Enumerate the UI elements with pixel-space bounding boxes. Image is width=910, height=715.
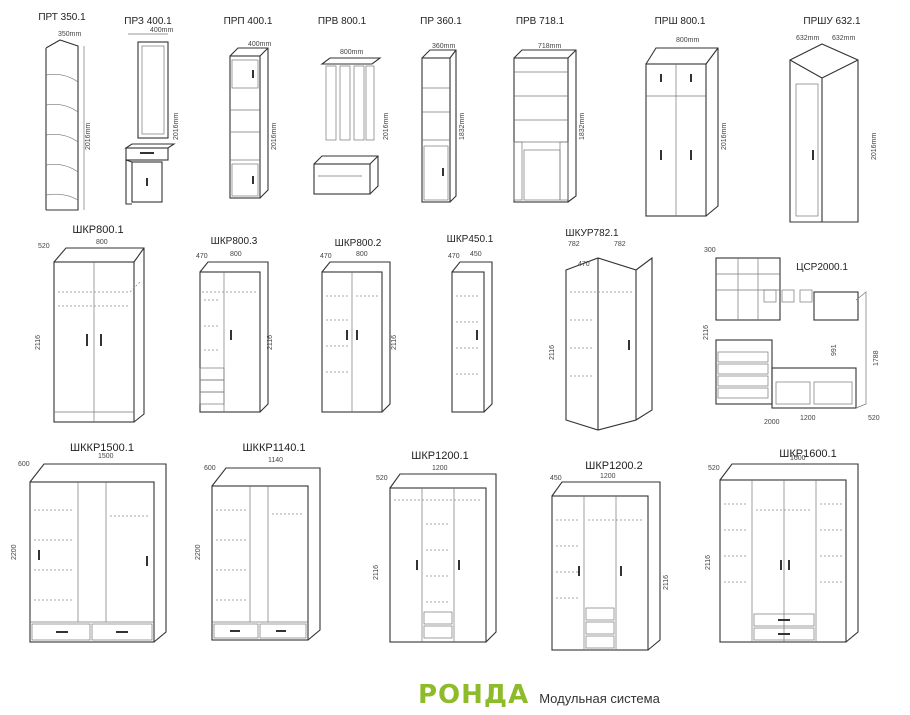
label-shkr8001: ШКР800.1 — [72, 224, 124, 236]
svg-text:782: 782 — [568, 241, 580, 248]
label-shkkr1500: ШККР1500.1 — [70, 442, 134, 454]
brand-logo: РОНДА — [418, 680, 530, 710]
drawing-prp400: 400mm 2016mm — [229, 41, 278, 199]
svg-text:2016mm: 2016mm — [721, 123, 728, 150]
svg-text:2016mm: 2016mm — [173, 113, 180, 140]
drawing-prv718: 718mm 1832mm — [513, 43, 586, 203]
brand-footer: РОНДА Модульная система — [418, 680, 660, 710]
svg-text:2116: 2116 — [703, 325, 710, 340]
label-shkr450: ШКР450.1 — [446, 234, 494, 245]
svg-text:1832mm: 1832mm — [459, 113, 466, 140]
svg-text:470: 470 — [578, 261, 590, 268]
svg-text:718mm: 718mm — [538, 43, 562, 50]
drawing-prz400: 400mm 2016mm — [124, 27, 180, 205]
svg-text:800: 800 — [230, 251, 242, 258]
drawing-shkr12001: 520 1200 2116 — [373, 465, 497, 643]
svg-text:2116: 2116 — [391, 335, 398, 350]
label-shkr12002: ШКР1200.2 — [585, 460, 643, 472]
label-prt350: ПРТ 350.1 — [38, 12, 86, 23]
svg-text:2016mm: 2016mm — [383, 113, 390, 140]
svg-text:800: 800 — [356, 251, 368, 258]
svg-text:2116: 2116 — [373, 565, 380, 580]
drawing-shkr1600: 520 1600 2116 — [705, 455, 859, 643]
svg-text:2016mm: 2016mm — [271, 123, 278, 150]
label-shkr1600: ШКР1600.1 — [779, 448, 837, 460]
label-shkr8003: ШКР800.3 — [210, 236, 258, 247]
drawing-shkr8003: 470 800 2116 — [196, 251, 274, 413]
label-shkur782: ШКУР782.1 — [565, 228, 619, 239]
svg-text:1200: 1200 — [432, 465, 448, 472]
drawing-tssr2000: 300 2116 991 1788 2000 1200 520 — [703, 247, 880, 426]
svg-text:2116: 2116 — [705, 555, 712, 570]
svg-text:470: 470 — [448, 253, 460, 260]
label-shkkr1140: ШККР1140.1 — [242, 442, 306, 454]
drawing-shkkr1140: 600 1140 2200 — [195, 457, 321, 641]
svg-text:2200: 2200 — [11, 544, 18, 560]
svg-text:520: 520 — [38, 243, 50, 250]
label-pr360: ПР 360.1 — [420, 16, 462, 27]
drawing-shkr12002: 450 1200 2116 — [550, 473, 670, 651]
label-prv800: ПРВ 800.1 — [317, 16, 367, 27]
svg-text:800mm: 800mm — [676, 37, 700, 44]
svg-text:632mm: 632mm — [796, 35, 820, 42]
svg-text:2000: 2000 — [764, 419, 780, 426]
svg-text:450: 450 — [470, 251, 482, 258]
drawing-shkr8001: 520 800 2116 — [35, 239, 145, 423]
drawing-prv800: 800mm 2016mm — [313, 49, 390, 195]
drawing-prsh800: 800mm 2016mm — [645, 37, 728, 217]
svg-text:800: 800 — [96, 239, 108, 246]
drawing-shkr8002: 470 800 2116 — [320, 251, 398, 413]
label-tssr2000: ЦСР2000.1 — [796, 262, 848, 273]
label-prp400: ПРП 400.1 — [223, 16, 273, 27]
svg-text:450: 450 — [550, 475, 562, 482]
svg-text:2200: 2200 — [195, 544, 202, 560]
svg-text:1140: 1140 — [268, 457, 283, 464]
svg-text:2016mm: 2016mm — [85, 123, 92, 150]
svg-text:1832mm: 1832mm — [579, 113, 586, 140]
drawing-prt350: 350mm 2016mm — [45, 31, 92, 211]
brand-subtitle: Модульная система — [539, 691, 660, 706]
label-prsh800: ПРШ 800.1 — [654, 16, 706, 27]
label-prv718: ПРВ 718.1 — [515, 16, 565, 27]
label-prz400: ПРЗ 400.1 — [124, 16, 172, 27]
svg-text:520: 520 — [868, 415, 880, 422]
svg-text:400mm: 400mm — [150, 27, 174, 34]
svg-text:2116: 2116 — [267, 335, 274, 350]
svg-text:470: 470 — [196, 253, 208, 260]
svg-text:470: 470 — [320, 253, 332, 260]
svg-text:1788: 1788 — [873, 350, 880, 366]
drawing-shkkr1500: 600 1500 2200 — [11, 453, 167, 643]
svg-text:360mm: 360mm — [432, 43, 456, 50]
svg-text:2116: 2116 — [549, 345, 556, 360]
drawing-pr360: 360mm 1832mm — [421, 43, 466, 203]
label-shkr12001: ШКР1200.1 — [411, 450, 469, 462]
label-prshu632: ПРШУ 632.1 — [803, 16, 861, 27]
svg-text:2116: 2116 — [663, 575, 670, 590]
drawing-shkr450: 470 450 — [448, 251, 493, 413]
svg-text:1200: 1200 — [600, 473, 616, 480]
svg-text:1600: 1600 — [790, 455, 806, 462]
svg-text:2116: 2116 — [35, 335, 42, 350]
svg-text:2016mm: 2016mm — [871, 133, 878, 160]
svg-text:632mm: 632mm — [832, 35, 856, 42]
label-shkr8002: ШКР800.2 — [334, 238, 382, 249]
svg-text:520: 520 — [376, 475, 388, 482]
svg-text:600: 600 — [18, 461, 30, 468]
drawing-shkur782: 782 782 470 2116 — [549, 241, 653, 431]
svg-text:1200: 1200 — [800, 415, 816, 422]
svg-text:520: 520 — [708, 465, 720, 472]
svg-text:800mm: 800mm — [340, 49, 364, 56]
svg-text:782: 782 — [614, 241, 626, 248]
svg-text:350mm: 350mm — [58, 31, 82, 38]
svg-text:991: 991 — [831, 344, 838, 356]
svg-text:400mm: 400mm — [248, 41, 272, 48]
svg-text:300: 300 — [704, 247, 716, 254]
drawing-prshu632: 632mm 632mm 2016mm — [789, 35, 878, 223]
svg-text:1500: 1500 — [98, 453, 114, 460]
svg-text:600: 600 — [204, 465, 216, 472]
